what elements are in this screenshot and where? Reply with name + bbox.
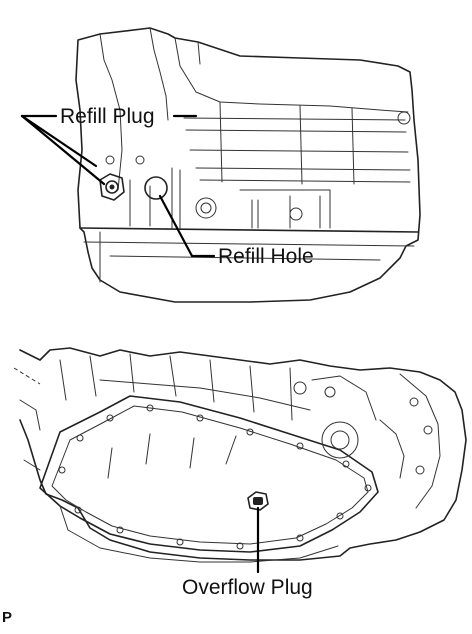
overflow-plug-label: Overflow Plug (182, 576, 313, 599)
transmission-underside-view (13, 347, 467, 563)
refill-plug-icon (99, 173, 125, 201)
refill-plug-callout: Refill Plug (20, 105, 198, 186)
overflow-plug-icon (247, 491, 269, 511)
refill-hole-callout: Refill Hole (158, 194, 314, 268)
refill-hole-label: Refill Hole (218, 245, 314, 268)
reference-code: P (2, 609, 12, 626)
refill-plug-label: Refill Plug (60, 105, 155, 128)
overflow-plug-callout: Overflow Plug (182, 506, 313, 599)
transmission-side-view (75, 27, 421, 303)
refill-hole-icon (144, 176, 168, 200)
